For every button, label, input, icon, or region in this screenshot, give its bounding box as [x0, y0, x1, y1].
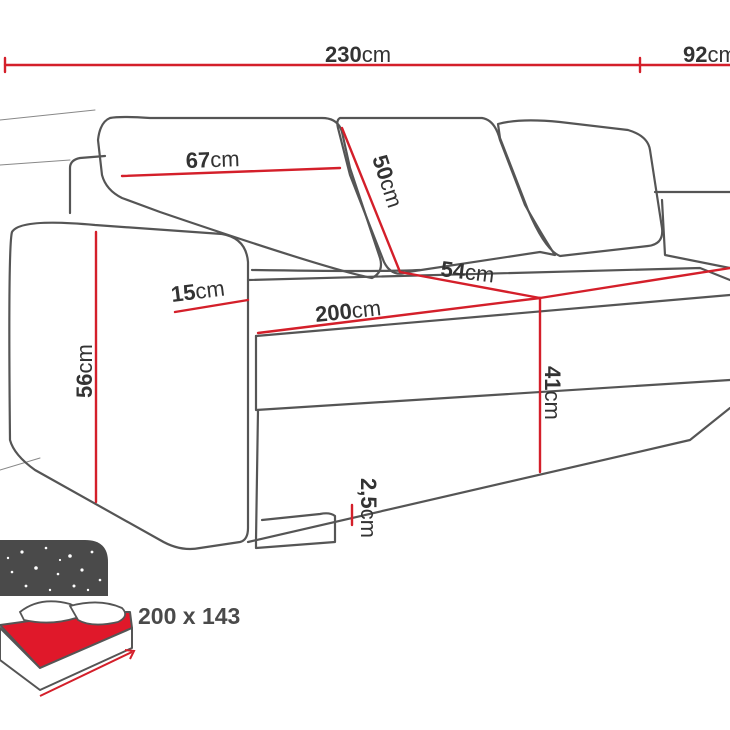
- seat-width-label: 200cm: [314, 295, 382, 327]
- seat-width-dim-line: [256, 296, 542, 335]
- armrest-width-label: 15cm: [170, 276, 226, 307]
- dimension-labels: 230cm 92cm 67cm 50cm 54cm 200cm 15cm 56c…: [72, 42, 730, 538]
- total-height-label: 56cm: [72, 344, 97, 398]
- seat-depth-label: 54cm: [439, 256, 495, 287]
- cushion-height-label: 50cm: [367, 152, 407, 211]
- armrest-width-dim-line: [173, 298, 250, 314]
- depth-label: 92cm: [683, 42, 730, 67]
- sofa-outline: [0, 109, 730, 551]
- cushion-height-dim-line: [340, 126, 402, 274]
- sofa-bed-night-icon: [0, 540, 136, 697]
- seat-height-label: 41cm: [540, 366, 565, 420]
- cushion-width-dim-line: [120, 166, 342, 178]
- total-width-label: 230cm: [325, 42, 391, 67]
- seat-depth-dim-line: [398, 270, 542, 300]
- sleeping-area-label: 200 x 143: [138, 603, 240, 629]
- cushion-width-label: 67cm: [185, 146, 240, 173]
- leg-height-label: 2,5cm: [356, 478, 381, 538]
- dimension-lines: [3, 56, 730, 527]
